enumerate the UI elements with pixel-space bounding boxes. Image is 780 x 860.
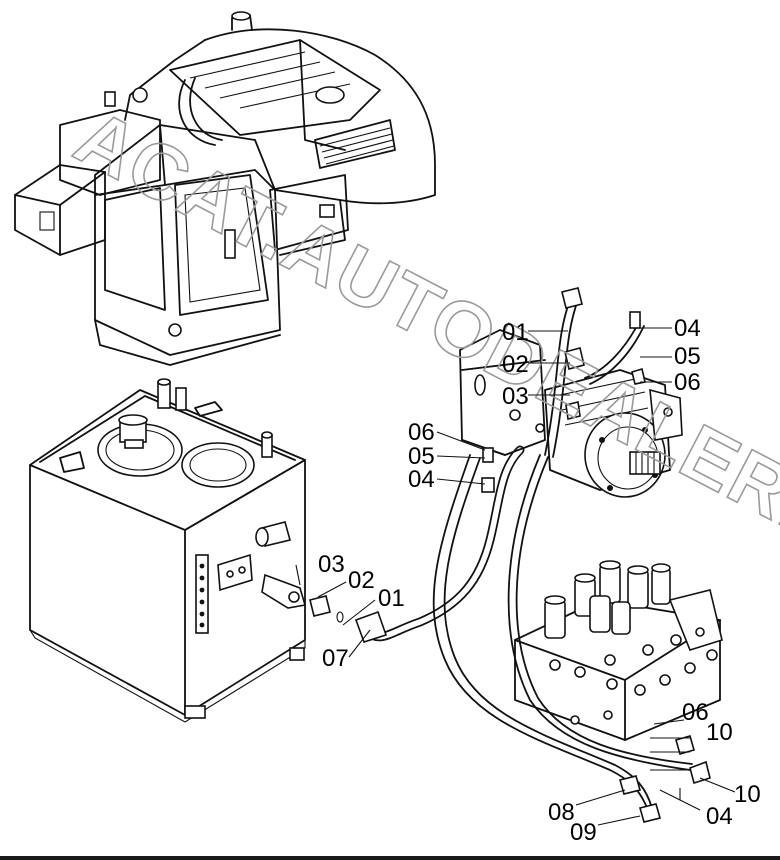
leader-lines	[295, 327, 736, 826]
callout-valve-04: 04	[706, 803, 733, 830]
callout-tank-07: 07	[322, 645, 349, 672]
callout-valve-10-lower: 10	[734, 781, 761, 808]
callout-valve-06: 06	[682, 699, 709, 726]
control-valve	[514, 560, 723, 823]
hydraulic-pump	[459, 311, 683, 498]
callout-pump-02: 02	[502, 351, 529, 378]
callout-pump-01: 01	[502, 319, 529, 346]
callout-pump-06-left: 06	[408, 419, 435, 446]
callout-pump-05-right: 05	[674, 343, 701, 370]
bottom-border-line	[0, 856, 780, 860]
callout-labels: 01 02 03 04 05 06 06 05 04 03 02 01 07 0…	[318, 315, 761, 846]
callout-tank-01: 01	[378, 585, 405, 612]
callout-pump-04-right: 04	[674, 315, 701, 342]
callout-pump-06-right: 06	[674, 369, 701, 396]
callout-valve-08: 08	[548, 799, 575, 826]
callout-pump-05-left: 05	[408, 443, 435, 470]
callout-valve-10-upper: 10	[706, 719, 733, 746]
hydraulic-tank	[29, 378, 307, 723]
watermark-text: ACAT.AUTODEALER.RU	[62, 92, 780, 602]
suction-hose-07	[309, 445, 525, 643]
pilot-hoses	[432, 287, 693, 811]
callout-tank-03: 03	[318, 551, 345, 578]
callout-pump-03: 03	[502, 383, 529, 410]
watermark: ACAT.AUTODEALER.RU	[61, 91, 780, 602]
callout-tank-02: 02	[348, 567, 375, 594]
callout-valve-09: 09	[570, 819, 597, 846]
excavator-illustration	[14, 11, 436, 366]
callout-pump-04-left: 04	[408, 466, 435, 493]
